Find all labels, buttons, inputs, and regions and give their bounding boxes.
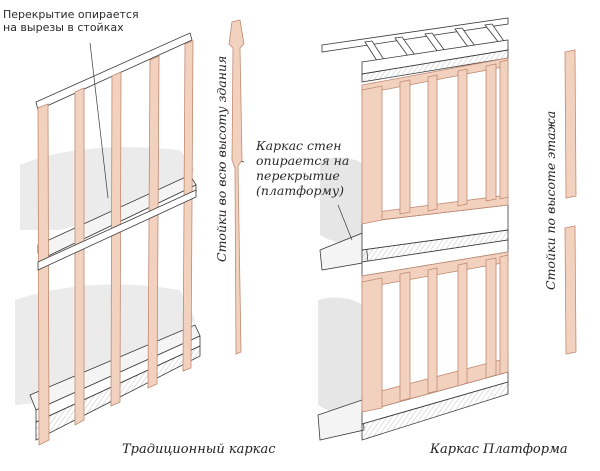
left-note: Перекрытие опирается на вырезы в стойках	[3, 8, 139, 34]
storey-stud-upper	[564, 49, 577, 199]
full-height-studs	[37, 40, 194, 446]
left-caption: Традиционный каркас	[122, 442, 276, 457]
top-plate	[35, 32, 193, 111]
ceiling-joists	[321, 17, 509, 83]
storey-stud-lower	[564, 225, 577, 355]
lower-wall-frame	[361, 251, 509, 413]
traditional-frame-illustration	[15, 19, 245, 446]
middle-note-line-3: перекрытие	[256, 168, 340, 183]
left-note-line-1: Перекрытие опирается	[3, 8, 139, 21]
stud-2	[74, 87, 85, 426]
full-height-stud-detail	[228, 19, 245, 355]
ledger-board	[37, 189, 197, 271]
right-vertical-label: Стойки по высоте этажа	[543, 110, 558, 290]
stud-5	[182, 40, 194, 372]
upper-wall-frame	[361, 57, 509, 225]
stud-4	[147, 55, 160, 389]
platform-frame-illustration	[317, 17, 577, 441]
left-note-line-2: на вырезы в стойках	[3, 21, 124, 34]
stud-3	[110, 71, 122, 407]
middle-note-line-4: (платформу)	[256, 183, 344, 198]
middle-note-leader	[337, 204, 353, 241]
upper-stud-end	[361, 85, 383, 225]
right-caption: Каркас Платформа	[430, 442, 568, 457]
middle-note: Каркас стен опирается на перекрытие (пла…	[256, 138, 349, 198]
middle-note-line-1: Каркас стен	[256, 138, 342, 153]
left-vertical-label: Стойки во всю высоту здания	[214, 55, 229, 262]
stud-1	[37, 103, 50, 446]
middle-note-line-2: опирается на	[256, 153, 350, 168]
left-note-leader	[89, 42, 109, 199]
lower-stud-end	[361, 277, 383, 413]
